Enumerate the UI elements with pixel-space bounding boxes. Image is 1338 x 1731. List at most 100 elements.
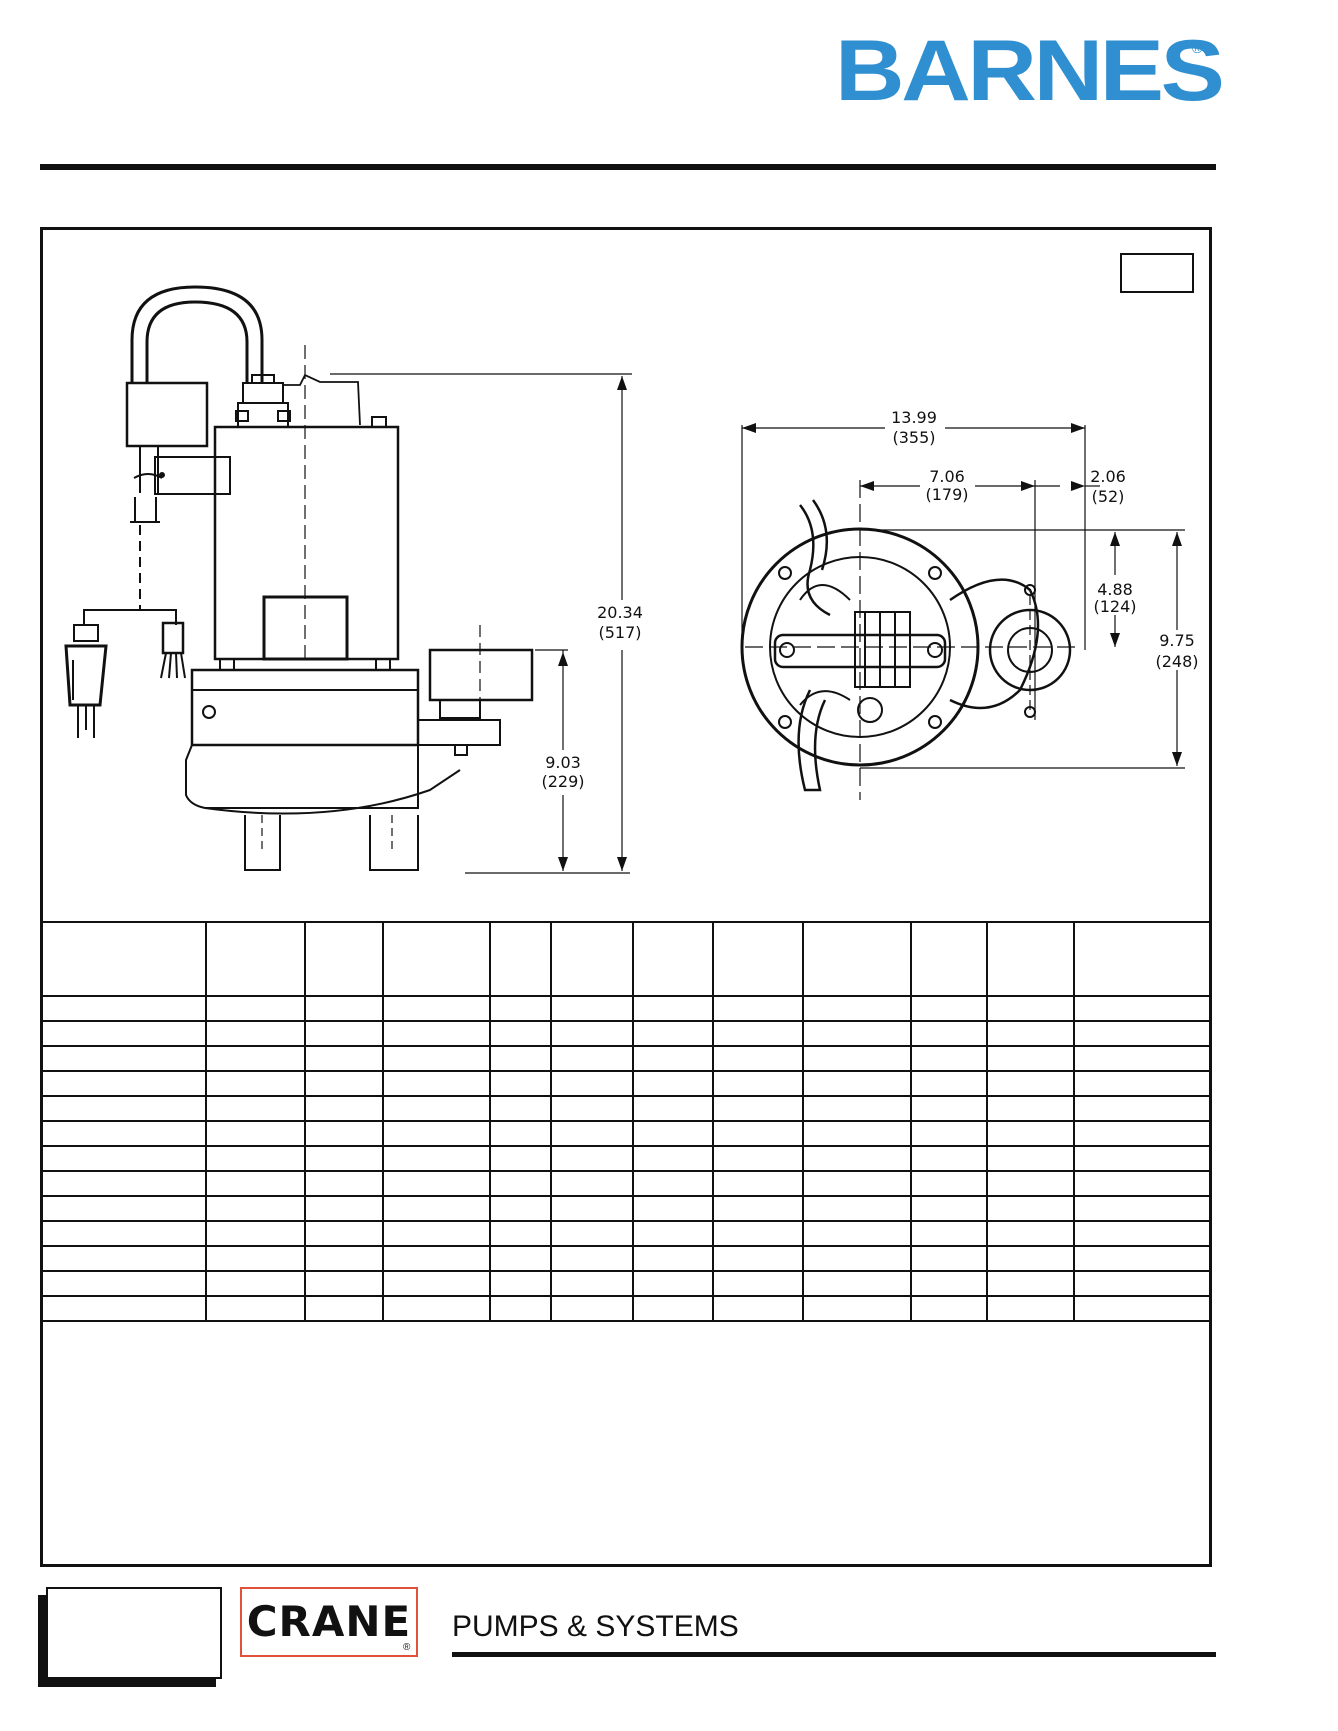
table-cell — [205, 1245, 306, 1272]
table-cell — [712, 1070, 804, 1097]
name-plate — [262, 595, 349, 661]
table-cell — [632, 1195, 714, 1222]
table-cell — [1073, 1145, 1209, 1172]
table-cell — [986, 1170, 1075, 1197]
pump-top-view — [740, 423, 1185, 800]
table-cell — [205, 1195, 306, 1222]
table-cell — [382, 1170, 491, 1197]
table-cell — [205, 995, 306, 1022]
table-cell — [205, 1095, 306, 1122]
table-cell — [205, 1270, 306, 1297]
table-cell — [802, 1220, 912, 1247]
table-cell — [304, 1195, 384, 1222]
table-cell — [802, 1095, 912, 1122]
table-row — [43, 1170, 1209, 1197]
barnes-registered-mark: ® — [1192, 40, 1203, 56]
table-cell — [489, 1020, 552, 1047]
table-cell — [910, 1220, 988, 1247]
dim-flange-in: 4.88 — [1097, 580, 1133, 599]
table-cell — [712, 1095, 804, 1122]
table-cell — [802, 1195, 912, 1222]
table-cell — [489, 1195, 552, 1222]
table-cell — [802, 1245, 912, 1272]
table-cell — [43, 1120, 207, 1147]
table-cell — [910, 1270, 988, 1297]
table-cell — [986, 1295, 1075, 1322]
table-cell — [712, 1020, 804, 1047]
table-cell — [802, 1120, 912, 1147]
barnes-logo: BARNES — [835, 23, 1225, 119]
table-row — [43, 1120, 1209, 1147]
table-cell — [550, 1195, 634, 1222]
table-row — [43, 1145, 1209, 1172]
dim-depth-in: 9.75 — [1159, 631, 1195, 650]
table-cell — [986, 995, 1075, 1022]
table-cell — [632, 1120, 714, 1147]
table-cell — [43, 1220, 207, 1247]
table-cell — [1073, 1045, 1209, 1072]
crane-registered-mark: ® — [403, 1642, 411, 1653]
table-cell — [550, 1295, 634, 1322]
table-cell — [712, 1120, 804, 1147]
table-cell — [1073, 1120, 1209, 1147]
table-cell — [382, 1095, 491, 1122]
table-cell — [550, 1095, 634, 1122]
table-row — [43, 1195, 1209, 1222]
table-cell — [382, 1120, 491, 1147]
dim-center-in: 7.06 — [929, 467, 965, 486]
table-cell — [489, 1120, 552, 1147]
table-row — [43, 1220, 1209, 1247]
table-cell — [304, 1145, 384, 1172]
table-cell — [712, 995, 804, 1022]
table-cell — [489, 1070, 552, 1097]
table-row — [43, 1270, 1209, 1297]
header-cell — [1073, 921, 1209, 997]
dim-width-in: 13.99 — [891, 408, 937, 427]
table-row — [43, 1095, 1209, 1122]
table-cell — [910, 1070, 988, 1097]
table-cell — [550, 1045, 634, 1072]
table-cell — [910, 1245, 988, 1272]
dim-depth-mm: (248) — [1155, 652, 1198, 671]
table-cell — [550, 1145, 634, 1172]
table-cell — [1073, 1295, 1209, 1322]
table-cell — [986, 1220, 1075, 1247]
table-cell — [43, 995, 207, 1022]
table-cell — [910, 1120, 988, 1147]
table-cell — [632, 1270, 714, 1297]
table-cell — [986, 1245, 1075, 1272]
dim-center-mm: (179) — [925, 485, 968, 504]
table-cell — [910, 1045, 988, 1072]
table-cell — [43, 1020, 207, 1047]
table-cell — [304, 1295, 384, 1322]
table-cell — [802, 995, 912, 1022]
table-cell — [632, 1045, 714, 1072]
table-cell — [802, 1020, 912, 1047]
table-cell — [382, 1045, 491, 1072]
dim-offset-in: 2.06 — [1090, 467, 1126, 486]
table-cell — [382, 1270, 491, 1297]
table-cell — [632, 1020, 714, 1047]
table-cell — [382, 1070, 491, 1097]
table-cell — [986, 1270, 1075, 1297]
table-cell — [550, 1170, 634, 1197]
table-cell — [304, 1020, 384, 1047]
table-cell — [550, 1070, 634, 1097]
header-cell — [304, 921, 384, 997]
table-cell — [43, 1170, 207, 1197]
header-cell — [712, 921, 804, 997]
pump-side-view — [64, 285, 632, 874]
dim-height-in: 20.34 — [597, 603, 643, 622]
table-cell — [550, 1245, 634, 1272]
table-cell — [550, 1120, 634, 1147]
table-cell — [382, 1295, 491, 1322]
dim-flange-mm: (124) — [1093, 597, 1136, 616]
table-cell — [1073, 1220, 1209, 1247]
table-cell — [986, 1195, 1075, 1222]
table-cell — [712, 1195, 804, 1222]
revision-box — [1120, 253, 1194, 293]
table-cell — [304, 1045, 384, 1072]
table-cell — [550, 1220, 634, 1247]
table-cell — [1073, 1020, 1209, 1047]
table-cell — [489, 1245, 552, 1272]
